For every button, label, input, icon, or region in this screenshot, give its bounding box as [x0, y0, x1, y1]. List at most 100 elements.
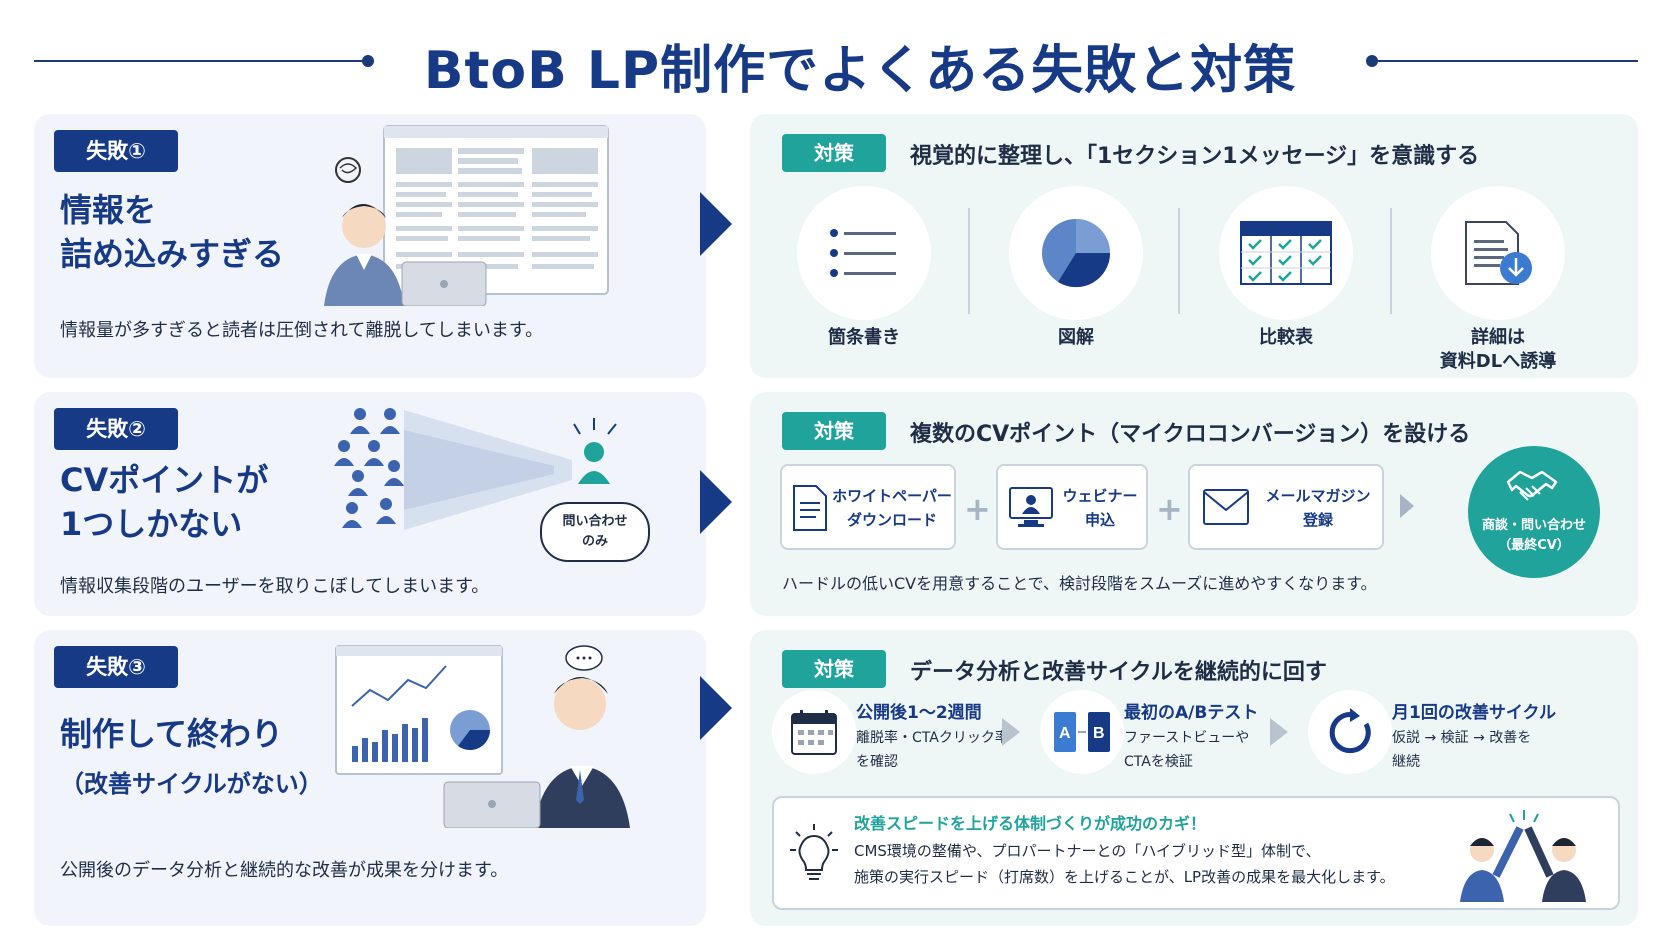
ab-test-icon: A B	[1040, 690, 1124, 774]
step-description-line2: 継続	[1392, 754, 1420, 770]
solution-heading-2: 複数のCVポイント（マイクロコンバージョン）を設ける	[910, 422, 1471, 447]
cv-final-circle: 商談・問い合わせ （最終CV）	[1468, 446, 1600, 578]
step-description: 仮説 → 検証 → 改善を 継続	[1392, 726, 1531, 774]
cv-box-webinar: ウェビナー 申込	[996, 464, 1148, 550]
step-description-line1: 離脱率・CTAクリック率	[856, 730, 1009, 746]
cv-box-text-line2: 登録	[1302, 511, 1333, 529]
handshake-icon	[1506, 470, 1558, 501]
failure-badge-3: 失敗③	[54, 646, 178, 688]
funnel-illustration	[334, 408, 617, 530]
calendar-icon	[772, 690, 856, 774]
cv-final-text: 商談・問い合わせ （最終CV）	[1468, 516, 1600, 556]
step-description-line1: 仮説 → 検証 → 改善を	[1392, 730, 1532, 746]
failure-heading-2-line2: 1つしかない	[60, 505, 243, 543]
speech-bubble-line1: 問い合わせ	[562, 514, 628, 529]
step-description-line2: を確認	[856, 754, 898, 770]
failure-heading-1-line1: 情報を	[60, 191, 157, 229]
title-dot-left	[362, 55, 374, 67]
overloaded-webpage-illustration	[324, 125, 609, 306]
tip-box: 改善スピードを上げる体制づくりが成功のカギ！ CMS環境の整備や、プロパートナー…	[772, 796, 1620, 910]
step-title: 最初のA/Bテスト	[1124, 703, 1259, 723]
title-row: BtoB LP制作でよくある失敗と対策	[0, 18, 1672, 101]
cv-box-text-line2: ダウンロード	[846, 511, 937, 529]
tip-body-line1: CMS環境の整備や、プロパートナーとの「ハイブリッド型」体制で、	[854, 842, 1321, 860]
failure-description-1: 情報量が多すぎると読者は圧倒されて離脱してしまいます。	[60, 320, 544, 341]
webinar-icon	[1009, 487, 1053, 527]
failure-heading-2: CVポイントが 1つしかない	[60, 458, 268, 546]
solution-item-label: 比較表	[1259, 327, 1313, 348]
failure-heading-2-line1: CVポイントが	[60, 461, 269, 499]
cv-box-text: ウェビナー 申込	[1054, 484, 1146, 532]
step-description: ファーストビューや CTAを検証	[1124, 726, 1249, 774]
speech-bubble: 問い合わせ のみ	[540, 502, 650, 562]
plus-icon: +	[1156, 490, 1183, 528]
failure-badge-1: 失敗①	[54, 130, 178, 172]
solution-item-comparison: 比較表	[1206, 186, 1366, 350]
mail-icon	[1203, 489, 1249, 525]
arrow-right-icon-3	[700, 676, 732, 740]
document-icon	[793, 485, 827, 531]
solution-item-bullet-list: 箇条書き	[784, 186, 944, 350]
solution-badge-3: 対策	[782, 650, 886, 688]
cv-box-text: ホワイトペーパー ダウンロード	[830, 484, 954, 532]
arrow-right-icon	[1270, 718, 1288, 746]
solution-item-label: 箇条書き	[828, 327, 900, 348]
title-rule-right	[1370, 60, 1638, 62]
solution-item-label: 図解	[1058, 327, 1094, 348]
step-title: 月1回の改善サイクル	[1392, 703, 1556, 723]
svg-text:A: A	[1059, 725, 1071, 742]
cycle-icon	[1308, 690, 1392, 774]
failure-description-2: 情報収集段階のユーザーを取りこぼしてしまいます。	[60, 576, 490, 597]
solution-note-2: ハードルの低いCVを用意することで、検討段階をスムーズに進めやすくなります。	[782, 574, 1377, 593]
lightbulb-icon	[790, 824, 838, 880]
speech-bubble-line2: のみ	[581, 534, 608, 549]
tip-title: 改善スピードを上げる体制づくりが成功のカギ！	[854, 814, 1207, 833]
document-download-icon	[1431, 186, 1565, 320]
arrow-right-icon	[1400, 494, 1414, 518]
failure-heading-3: 制作して終わり	[60, 715, 284, 753]
step-description: 離脱率・CTAクリック率 を確認	[856, 726, 1009, 774]
step-title: 公開後1〜2週間	[856, 703, 982, 723]
tip-body-line2: 施策の実行スピード（打席数）を上げることが、LP改善の成果を最大化します。	[854, 868, 1395, 886]
divider	[1390, 208, 1392, 314]
cv-box-text-line1: メールマガジン	[1265, 487, 1371, 505]
divider	[968, 208, 970, 314]
cv-final-line1: 商談・問い合わせ	[1481, 518, 1586, 533]
analytics-dashboard-illustration	[335, 645, 630, 828]
step-description-line1: ファーストビューや	[1124, 730, 1250, 746]
tip-body: CMS環境の整備や、プロパートナーとの「ハイブリッド型」体制で、 施策の実行スピ…	[854, 838, 1395, 890]
plus-icon: +	[964, 490, 991, 528]
failure-heading-1: 情報を 詰め込みすぎる	[60, 188, 284, 276]
failure-subheading-3: （改善サイクルがない）	[60, 770, 323, 798]
step-description-line2: CTAを検証	[1124, 754, 1193, 770]
arrow-right-icon	[1002, 718, 1020, 746]
failure-panel-1: 失敗① 情報を 詰め込みすぎる 情報量が多すぎると読者は圧倒されて離脱してしまい…	[34, 114, 706, 378]
failure-heading-1-line2: 詰め込みすぎる	[60, 235, 285, 273]
solution-panel-1: 対策 視覚的に整理し、「1セクション1メッセージ」を意識する 箇条書き 図解	[750, 114, 1638, 378]
solution-item-label-line1: 詳細は	[1471, 327, 1525, 348]
cv-box-text-line1: ウェビナー	[1062, 487, 1138, 505]
cv-box-text-line2: 申込	[1084, 511, 1115, 529]
cv-box-newsletter: メールマガジン 登録	[1188, 464, 1384, 550]
solution-item-label: 詳細は 資料DLへ誘導	[1418, 326, 1578, 374]
solution-item-diagram: 図解	[996, 186, 1156, 350]
cv-box-text: メールマガジン 登録	[1254, 484, 1382, 532]
cv-box-whitepaper: ホワイトペーパー ダウンロード	[780, 464, 956, 550]
high-five-illustration	[1460, 810, 1586, 902]
solution-item-document-download: 詳細は 資料DLへ誘導	[1418, 186, 1578, 374]
comparison-table-icon	[1219, 186, 1353, 320]
cv-box-text-line1: ホワイトペーパー	[832, 487, 952, 505]
solution-badge-1: 対策	[782, 134, 886, 172]
cv-final-line2: （最終CV）	[1498, 538, 1570, 553]
solution-item-label-line2: 資料DLへ誘導	[1439, 351, 1557, 372]
failure-panel-2: 失敗② CVポイントが 1つしかない 情報収集段階のユーザーを取りこぼしてしまい…	[34, 392, 706, 616]
page-title: BtoB LP制作でよくある失敗と対策	[423, 41, 1297, 101]
solution-panel-3: 対策 データ分析と改善サイクルを継続的に回す 公開後1〜2週間 離脱率・CTAク…	[750, 630, 1638, 926]
divider	[1178, 208, 1180, 314]
svg-text:B: B	[1093, 725, 1105, 742]
failure-description-3: 公開後のデータ分析と継続的な改善が成果を分けます。	[60, 860, 509, 881]
failure-badge-2: 失敗②	[54, 408, 178, 450]
solution-panel-2: 対策 複数のCVポイント（マイクロコンバージョン）を設ける ホワイトペーパー ダ…	[750, 392, 1638, 616]
arrow-right-icon-2	[700, 470, 732, 534]
failure-panel-3: 失敗③ 制作して終わり （改善サイクルがない） 公開後のデータ分析と継続的な改善…	[34, 630, 706, 926]
